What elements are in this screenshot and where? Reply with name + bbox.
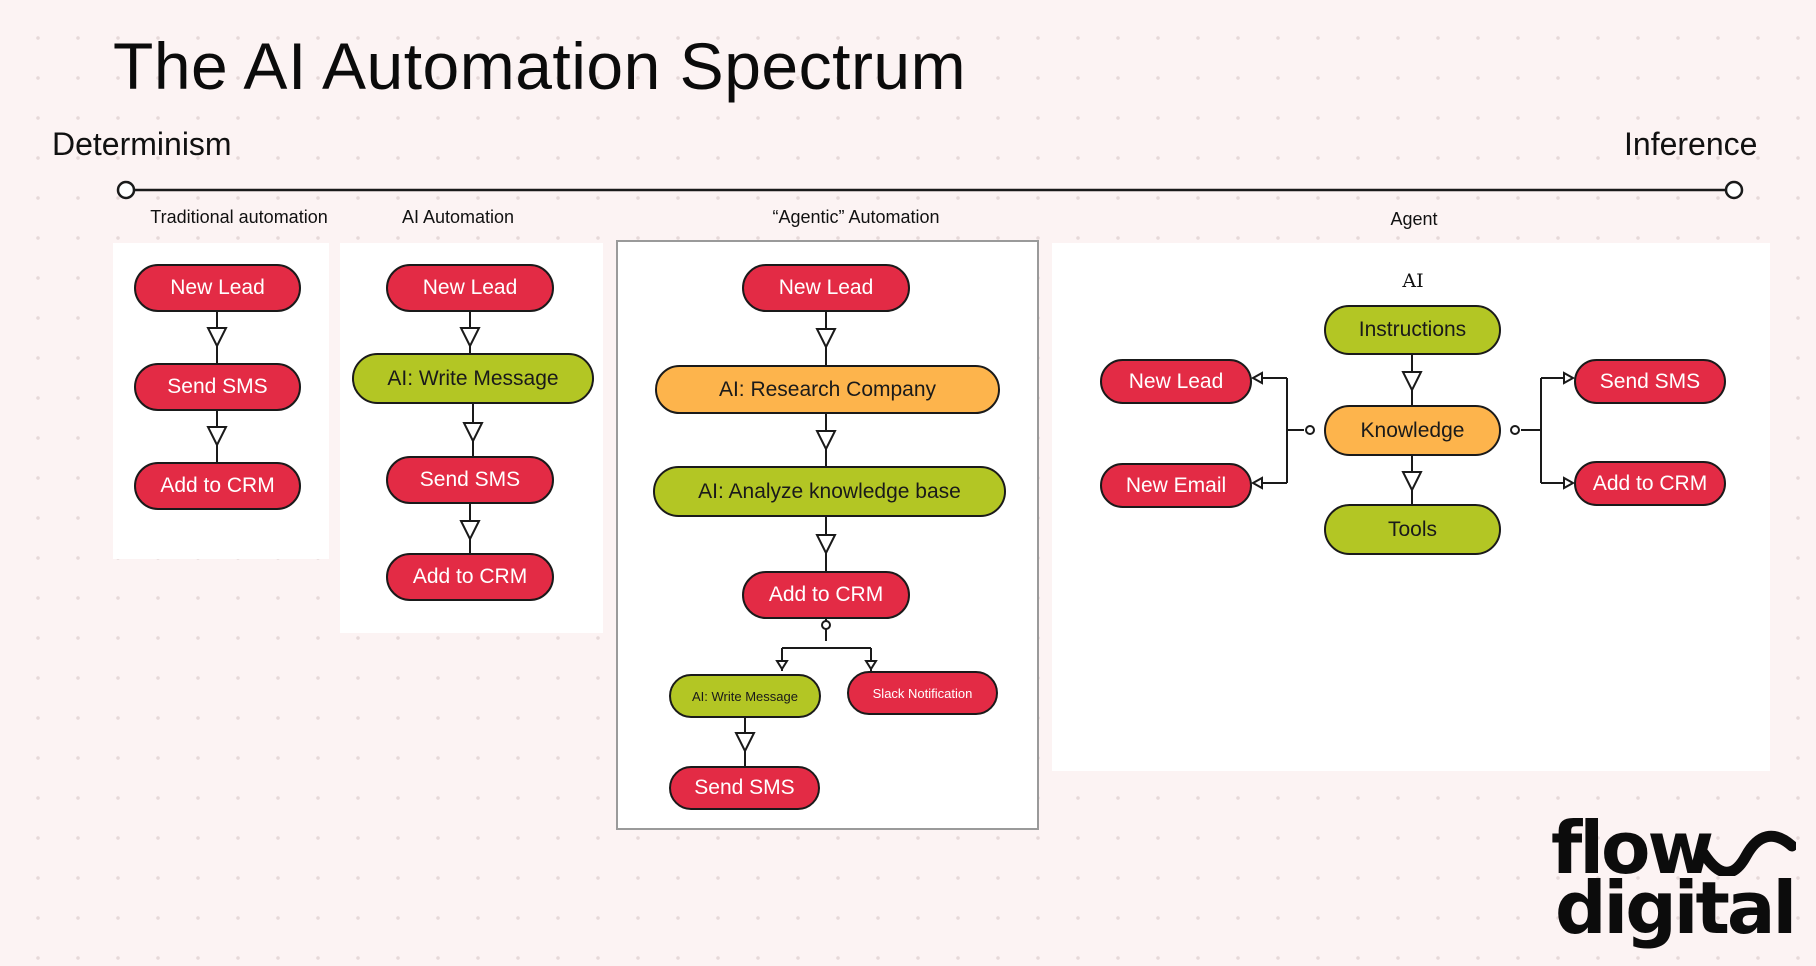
ai-add-to-crm-node: Add to CRM bbox=[386, 553, 554, 601]
agent-send-sms-node: Send SMS bbox=[1574, 359, 1726, 404]
ai-send-sms-node: Send SMS bbox=[386, 456, 554, 504]
agent-tools-node: Tools bbox=[1324, 504, 1501, 555]
stage-label-agentic: “Agentic” Automation bbox=[772, 207, 940, 227]
logo-wave-icon bbox=[1700, 830, 1796, 876]
inference-label: Inference bbox=[1624, 126, 1758, 162]
stage-label-traditional: Traditional automation bbox=[150, 207, 328, 227]
logo-line-digital: digital bbox=[1555, 866, 1797, 950]
agent-new-lead-node: New Lead bbox=[1100, 359, 1252, 404]
ai-write-message-node: AI: Write Message bbox=[352, 353, 594, 404]
page-title: The AI Automation Spectrum bbox=[113, 29, 967, 103]
agentic-analyze-knowledge-node: AI: Analyze knowledge base bbox=[653, 466, 1006, 517]
agent-new-email-node: New Email bbox=[1100, 463, 1252, 508]
logo-line-flow: flow bbox=[1551, 806, 1714, 890]
agentic-add-to-crm-node: Add to CRM bbox=[742, 571, 910, 619]
ai-new-lead-node: New Lead bbox=[386, 264, 554, 312]
stage-label-ai-automation: AI Automation bbox=[401, 207, 515, 227]
trad-send-sms-node: Send SMS bbox=[134, 363, 301, 411]
agent-knowledge-node: Knowledge bbox=[1324, 405, 1501, 456]
agentic-research-company-node: AI: Research Company bbox=[655, 365, 1000, 414]
agentic-send-sms-node: Send SMS bbox=[669, 766, 820, 810]
agentic-new-lead-node: New Lead bbox=[742, 264, 910, 312]
agentic-automation-panel bbox=[616, 240, 1039, 830]
agent-instructions-node: Instructions bbox=[1324, 305, 1501, 355]
trad-new-lead-node: New Lead bbox=[134, 264, 301, 312]
trad-add-to-crm-node: Add to CRM bbox=[134, 462, 301, 510]
stage-label-agent: Agent bbox=[1390, 209, 1438, 229]
agent-add-to-crm-node: Add to CRM bbox=[1574, 461, 1726, 506]
agent-ai-label: AI bbox=[1402, 270, 1424, 292]
determinism-label: Determinism bbox=[52, 126, 232, 162]
agentic-slack-notification-node: Slack Notification bbox=[847, 671, 998, 715]
agentic-write-message-node: AI: Write Message bbox=[669, 674, 821, 718]
